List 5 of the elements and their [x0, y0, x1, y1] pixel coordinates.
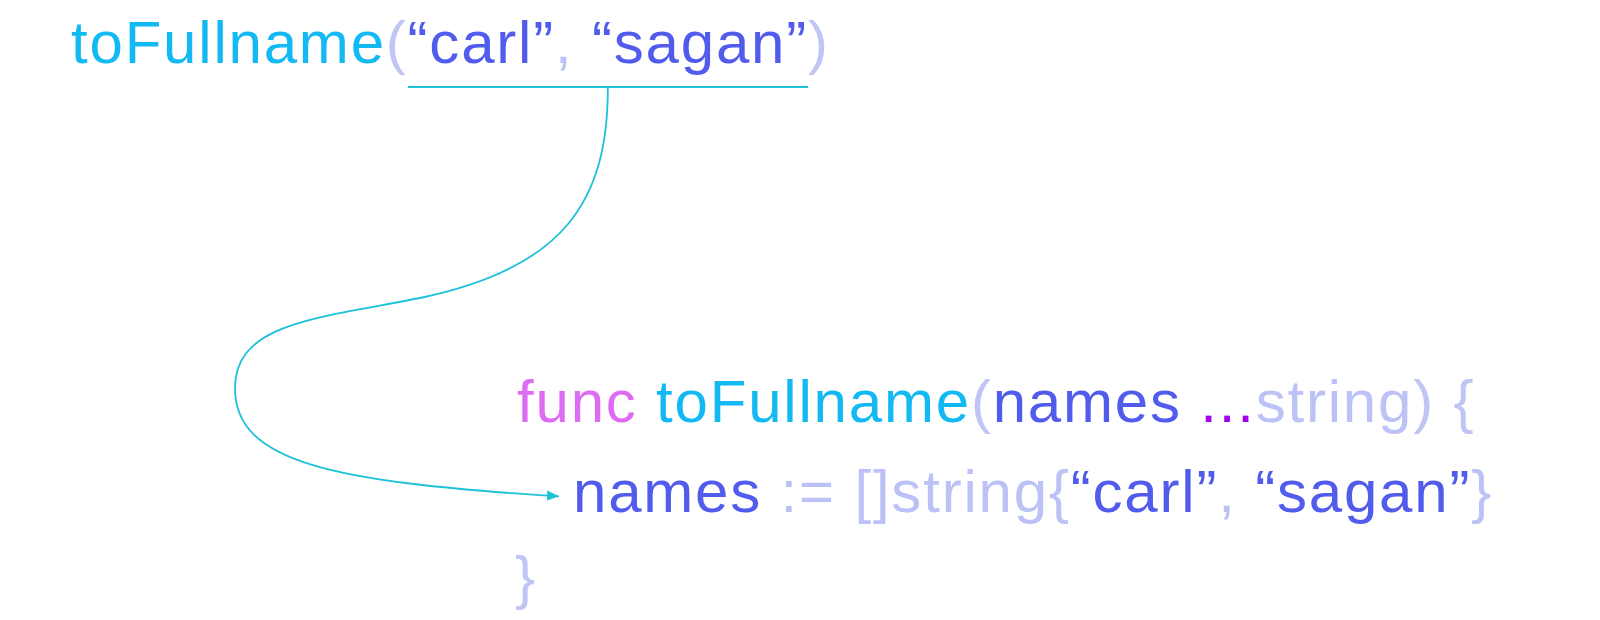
- curved-arrow: [234, 87, 609, 501]
- code-line: toFullname(“carl”, “sagan”): [71, 8, 830, 88]
- code-line: names := []string{“carl”, “sagan”}: [559, 457, 1494, 526]
- code-line: func toFullname(names ...string) {: [517, 367, 1476, 436]
- code-line: }: [515, 543, 537, 612]
